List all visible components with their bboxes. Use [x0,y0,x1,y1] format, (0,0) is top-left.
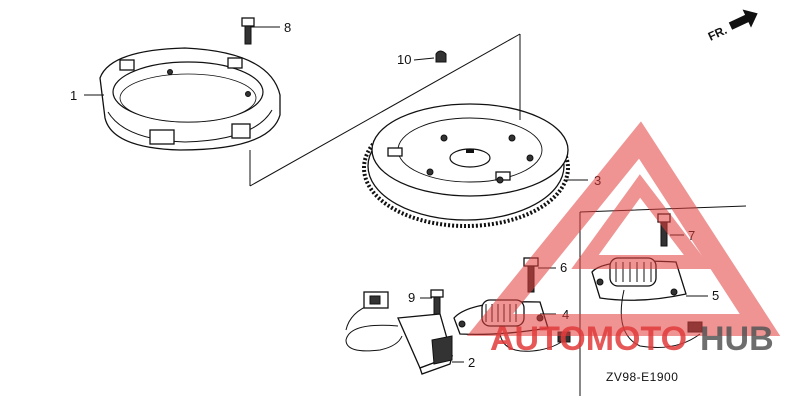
part-10-woodruff-key [435,50,447,63]
front-direction-indicator: FR. [706,9,758,44]
front-label: FR. [706,23,729,44]
callout-8: 8 [284,20,291,35]
callout-1: 1 [70,88,77,103]
watermark-logo [466,121,781,336]
watermark-inner-triangle-icon [571,174,713,269]
callout-6: 6 [560,260,567,275]
callout-5: 5 [712,288,719,303]
part-1-fan-cover [99,47,281,151]
watermark-text-red: AUTOMOTO [490,320,687,358]
watermark-text-grey: HUB [700,320,774,358]
part-8-bolt [241,17,255,45]
part-3-flywheel [362,103,570,228]
callout-9: 9 [408,290,415,305]
callout-2: 2 [468,355,475,370]
watermark-triangle-icon [466,121,781,336]
watermark-text: AUTOMOTO HUB [490,320,774,358]
leader-lines [84,26,708,363]
part-2-ignition-module [345,291,453,375]
diagram-code: ZV98-E1900 [606,370,678,384]
callout-10: 10 [397,52,411,67]
front-arrow-icon [728,9,758,30]
